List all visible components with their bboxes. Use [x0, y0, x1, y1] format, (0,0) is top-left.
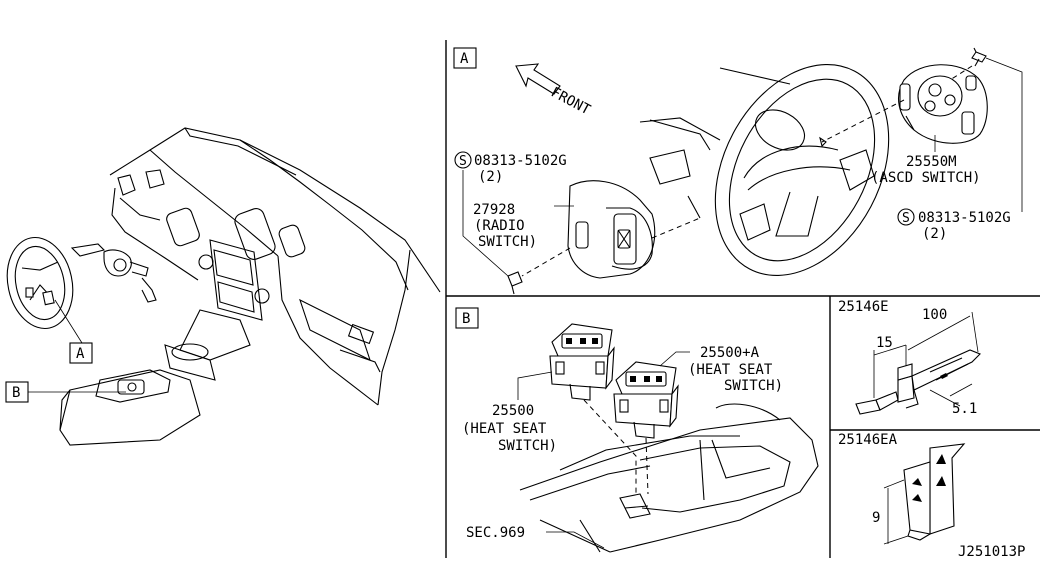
radio-switch-drawing [567, 180, 656, 279]
ascd-switch-name: (ASCD SWITCH) [871, 170, 981, 186]
panel-a-label: A [460, 51, 469, 67]
panel-frames [445, 40, 1040, 558]
callout-box-a: A [69, 342, 93, 364]
dimension-9: 9 [872, 510, 880, 526]
dimension-15: 15 [876, 335, 893, 351]
dimension-5-1: 5.1 [952, 401, 977, 417]
dashboard-overview-illustration [6, 127, 441, 446]
screw-2-part-number: 08313-5102G [918, 210, 1011, 226]
front-label: FRONT [548, 84, 593, 118]
heat-seat-switch-left-drawing [549, 323, 615, 401]
screw-2-symbol: S [902, 211, 910, 226]
panel-b: B [455, 307, 819, 553]
clip-e-part-number: 25146E [838, 299, 889, 315]
screw-1-part-number: 08313-5102G [474, 153, 567, 169]
panel-a: A FRONT [453, 47, 1023, 295]
heat-seat-a-name-line1: (HEAT SEAT [688, 362, 773, 378]
callout-a-label: A [76, 346, 85, 362]
clip-e-drawing [855, 349, 981, 415]
center-console-drawing [519, 403, 819, 553]
heat-seat-name-line2: SWITCH) [498, 438, 557, 454]
screw-icon-bottom [507, 271, 523, 295]
steering-wheel-small [6, 236, 74, 330]
screw-1-quantity: (2) [478, 169, 503, 185]
heat-seat-name-line1: (HEAT SEAT [462, 421, 547, 437]
radio-switch-part-number: 27928 [473, 202, 515, 218]
column-switch-small [70, 243, 157, 303]
screw-2-quantity: (2) [922, 226, 947, 242]
steering-wheel-large [639, 63, 890, 277]
screw-1-symbol: S [459, 154, 467, 169]
drawing-code: J251013P [958, 544, 1025, 560]
front-arrow-icon [515, 63, 561, 95]
ascd-switch-drawing [898, 64, 988, 144]
ascd-switch-part-number: 25550M [906, 154, 957, 170]
panel-b-label: B [462, 311, 470, 327]
panel-clip-25146e: 25146E 100 15 5.1 [838, 299, 981, 417]
callout-b-label: B [12, 385, 20, 401]
clip-ea-part-number: 25146EA [838, 432, 898, 448]
heat-seat-a-name-line2: SWITCH) [724, 378, 783, 394]
screw-icon-top [971, 47, 987, 67]
dimension-100: 100 [922, 307, 947, 323]
radio-switch-name-line1: (RADIO [474, 218, 525, 234]
heat-seat-a-part-number: 25500+A [700, 345, 760, 361]
radio-switch-name-line2: SWITCH) [478, 234, 537, 250]
clip-ea-drawing [903, 443, 966, 541]
panel-clip-25146ea: 25146EA 9 [838, 432, 966, 545]
section-reference: SEC.969 [466, 525, 525, 541]
heat-seat-switch-right-drawing [613, 361, 679, 439]
callout-box-b: B [5, 381, 29, 403]
heat-seat-part-number: 25500 [492, 403, 534, 419]
